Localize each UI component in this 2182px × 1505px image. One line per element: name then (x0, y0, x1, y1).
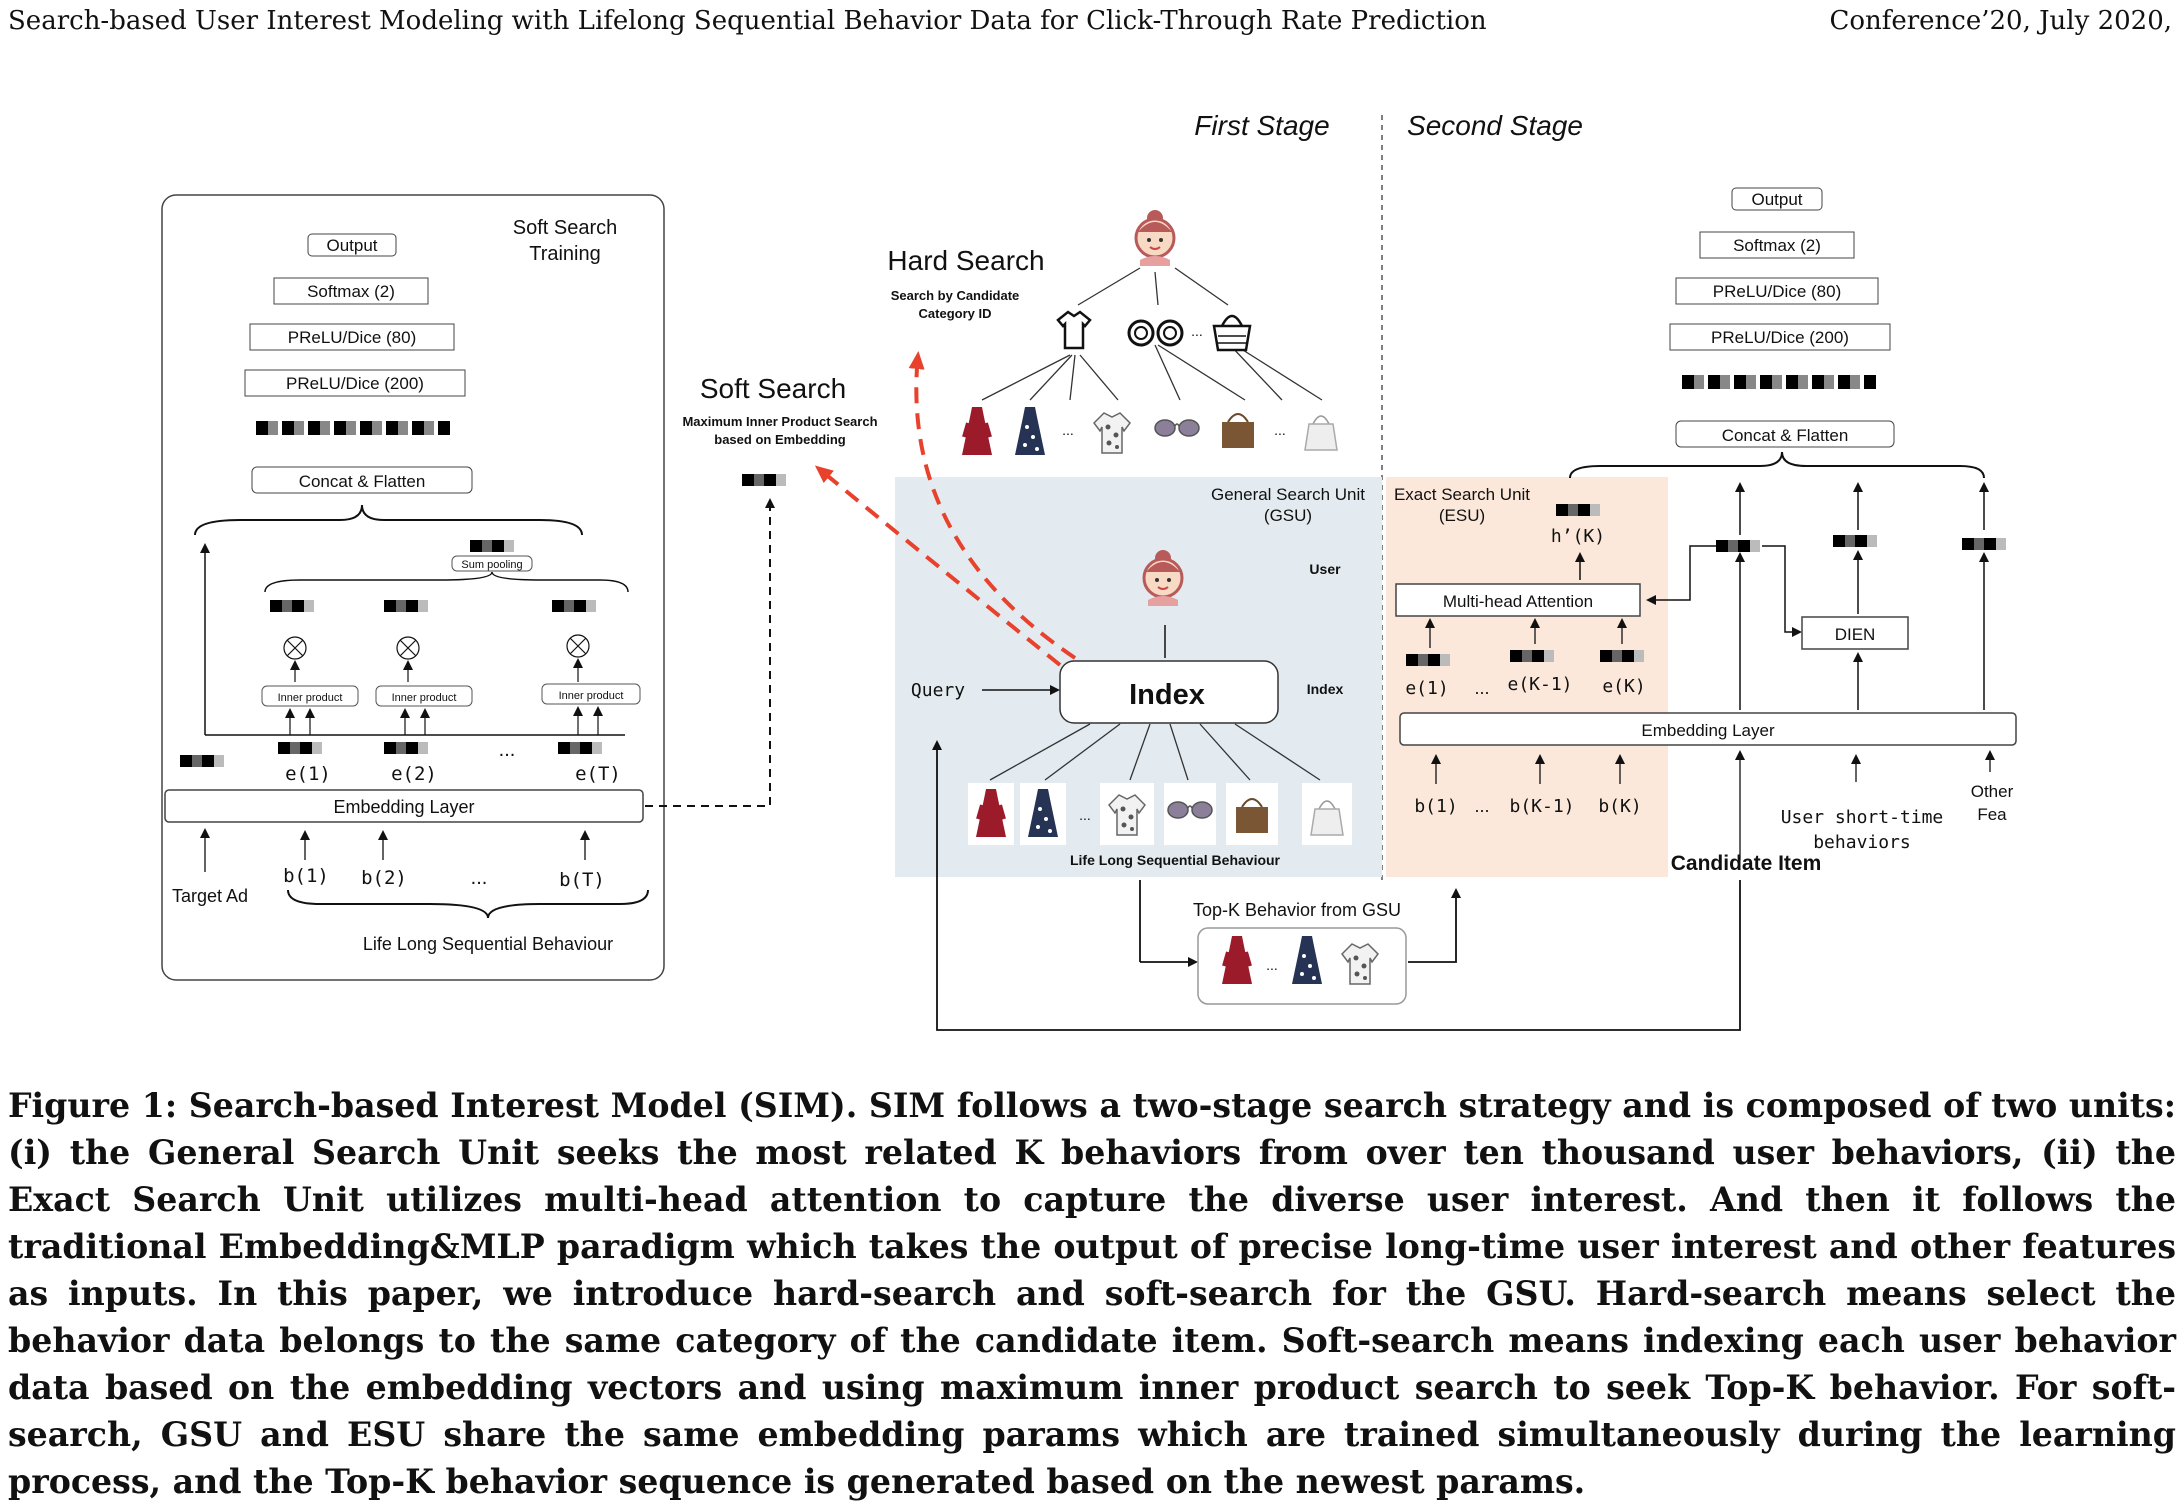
soft-training-title-line2: Training (529, 243, 601, 265)
esu-b-dots: ... (1474, 796, 1489, 816)
left-e-dots: ... (499, 739, 516, 761)
inner-product-box-1: Inner product (278, 692, 343, 704)
hard-search-red-arrow (908, 351, 1077, 660)
left-concat-box: Concat & Flatten (299, 472, 426, 491)
esu-eK-label: e(K) (1602, 676, 1645, 697)
left-bT-label: b(T) (559, 869, 605, 891)
topk-label: Top-K Behavior from GSU (1193, 900, 1401, 920)
left-output-box: Output (326, 236, 377, 255)
topk-block: Top-K Behavior from GSU ... (932, 740, 1741, 1031)
right-concat-box: Concat & Flatten (1722, 426, 1849, 445)
dien-box: DIEN (1835, 625, 1876, 644)
target-ad-label: Target Ad (172, 886, 248, 906)
left-embedding-layer: Embedding Layer (333, 797, 474, 817)
left-prelu80-box: PReLU/Dice (80) (288, 328, 417, 347)
first-stage-label: First Stage (1194, 110, 1329, 141)
esu-b1-label: b(1) (1414, 796, 1457, 817)
left-lifelong-label: Life Long Sequential Behaviour (363, 934, 613, 954)
right-prelu200-box: PReLU/Dice (200) (1711, 328, 1849, 347)
esu-e1-label: e(1) (1405, 678, 1448, 699)
esu-hk-label: h’(K) (1551, 526, 1605, 547)
shirt-category-icon (1056, 310, 1092, 350)
left-e2-label: e(2) (391, 763, 437, 785)
gsu-user-avatar-icon (1142, 550, 1184, 606)
left-eT-label: e(T) (575, 763, 621, 785)
right-output-box: Output (1751, 190, 1802, 209)
inner-product-box-3: Inner product (559, 690, 624, 702)
esu-eK1-label: e(K-1) (1507, 674, 1572, 695)
left-e1-label: e(1) (285, 763, 331, 785)
gsu-panel: General Search Unit (GSU) User Index Ind… (895, 477, 1382, 877)
sum-pooling-box: Sum pooling (461, 559, 522, 571)
right-hidden-vector (1682, 375, 1876, 389)
tree-dots-1: ... (1062, 422, 1074, 438)
left-b1-label: b(1) (283, 865, 329, 887)
other-fea-label-2: Fea (1977, 805, 2007, 824)
figure-caption: Figure 1: Search-based Interest Model (S… (8, 1086, 2176, 1501)
soft-training-title-line1: Soft Search (513, 217, 618, 239)
left-b2-label: b(2) (361, 867, 407, 889)
esu-title-line2: (ESU) (1439, 506, 1485, 525)
multi-head-attention-box: Multi-head Attention (1443, 592, 1593, 611)
esu-panel: Exact Search Unit (ESU) h’(K) Multi-head… (1386, 477, 1668, 877)
category-dots: ... (1191, 323, 1203, 339)
esu-bK1-label: b(K-1) (1509, 796, 1574, 817)
index-box: Index (1129, 679, 1205, 711)
tree-dots-2: ... (1274, 422, 1286, 438)
running-header-title: Search-based User Interest Modeling with… (8, 6, 1487, 36)
gsu-user-label: User (1309, 561, 1341, 577)
second-stage-label: Second Stage (1407, 110, 1583, 141)
right-softmax-box: Softmax (2) (1733, 236, 1821, 255)
bag-category-icon (1212, 314, 1252, 352)
gsu-index-label: Index (1307, 681, 1344, 697)
user-avatar-icon (1134, 210, 1176, 266)
esu-title-line1: Exact Search Unit (1394, 485, 1530, 504)
hard-search-sub1: Search by Candidate (891, 288, 1020, 303)
gsu-lifelong-label: Life Long Sequential Behaviour (1070, 852, 1281, 868)
right-prelu80-box: PReLU/Dice (80) (1713, 282, 1842, 301)
esu-bK-label: b(K) (1598, 796, 1641, 817)
left-b-dots: ... (471, 867, 488, 889)
topk-dots: ... (1266, 957, 1278, 973)
inner-product-box-2: Inner product (392, 692, 457, 704)
gsu-items-dots: ... (1079, 807, 1091, 823)
soft-search-sub1: Maximum Inner Product Search (682, 414, 877, 429)
hard-search-title: Hard Search (887, 245, 1044, 276)
short-time-label-1: User short-time (1781, 807, 1944, 828)
left-prelu200-box: PReLU/Dice (200) (286, 374, 424, 393)
right-mlp-tower: Output Softmax (2) PReLU/Dice (80) PReLU… (1399, 187, 2017, 875)
running-header-conference: Conference’20, July 2020, (1829, 6, 2172, 36)
left-softmax-box: Softmax (2) (307, 282, 395, 301)
soft-search-title: Soft Search (700, 373, 846, 404)
sim-architecture-figure: Soft Search Training Output Softmax (2) … (161, 110, 2017, 1031)
other-fea-label-1: Other (1971, 782, 2014, 801)
right-embedding-layer: Embedding Layer (1641, 721, 1775, 740)
soft-search-training-panel: Soft Search Training Output Softmax (2) … (161, 194, 775, 981)
short-time-label-2: behaviors (1813, 832, 1911, 853)
soft-search-block: Soft Search Maximum Inner Product Search… (682, 373, 878, 486)
left-hidden-vector (256, 421, 450, 435)
glasses-category-icon (1127, 319, 1184, 347)
query-label: Query (911, 680, 965, 701)
gsu-title-line2: (GSU) (1264, 506, 1312, 525)
soft-search-sub2: based on Embedding (714, 432, 846, 447)
hard-search-block: Hard Search Search by Candidate Category… (887, 210, 1338, 457)
hard-search-sub2: Category ID (919, 306, 992, 321)
gsu-title-line1: General Search Unit (1211, 485, 1365, 504)
candidate-item-label: Candidate Item (1671, 852, 1822, 875)
esu-e-dots: ... (1474, 678, 1489, 698)
soft-search-red-arrow (814, 465, 1062, 667)
